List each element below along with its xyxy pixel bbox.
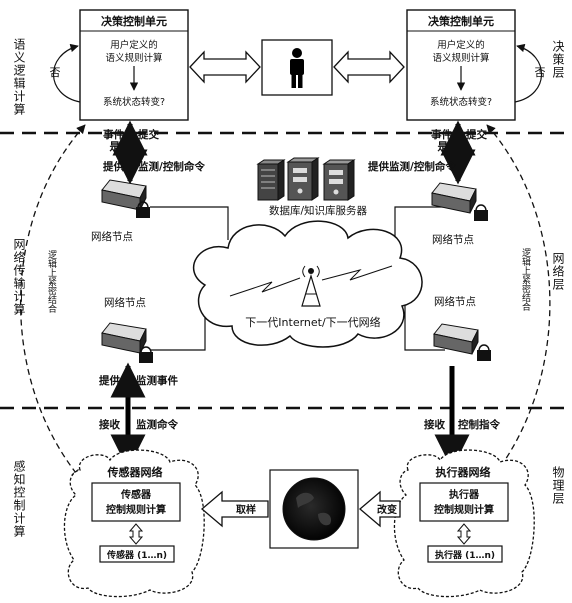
network-node-icon-bottom-left (102, 323, 146, 353)
label-physical-layer: 物理层 (551, 466, 565, 505)
sensors-label: 传感器 (1…n) (106, 549, 167, 561)
label-tight-coupling-left: 逻辑上紧密结合 (45, 250, 56, 313)
lock-icon-bottom-right (477, 345, 491, 361)
left-monitor-event: 监测事件 (136, 374, 178, 387)
sensor-box-line2: 控制规则计算 (106, 503, 166, 516)
node-label-bottom-left: 网络节点 (104, 296, 146, 309)
label-tight-coupling-right: 逻辑上紧密结合 (519, 248, 530, 311)
sample-label: 取样 (236, 503, 256, 516)
sample-arrow (202, 492, 268, 526)
left-decision-line2: 语义规则计算 (105, 52, 162, 64)
left-decision-line1: 用户定义的 (110, 39, 158, 51)
left-decision-unit: 决策控制单元 用户定义的 语义规则计算 系统状态转变? (80, 10, 188, 120)
right-control-command: 控制指令 (458, 418, 500, 431)
right-submit: 提交 (466, 128, 487, 141)
actuator-network-title: 执行器网络 (436, 465, 491, 479)
right-provide-monitor-control: 提供监测/控制命令 (368, 160, 456, 173)
label-network-transfer-computing: 网络传输计算 (12, 238, 26, 316)
right-event: 事件 (431, 128, 452, 141)
link-node-top-left (150, 207, 228, 240)
left-provide: 提供 (103, 160, 124, 173)
servers-label: 数据库/知识库服务器 (269, 204, 368, 217)
left-monitor-control: 监测/控制命令 (138, 160, 205, 173)
right-state-change: 系统状态转变? (430, 96, 492, 108)
right-decision-unit: 决策控制单元 用户定义的 语义规则计算 系统状态转变? (407, 10, 515, 120)
left-user-double-arrow (190, 52, 260, 82)
lock-icon-bottom-left (139, 347, 153, 363)
left-receive: 接收 (99, 418, 120, 431)
node-label-bottom-right: 网络节点 (434, 295, 476, 308)
right-decision-line2: 语义规则计算 (432, 52, 489, 64)
right-yes: 是 (437, 141, 449, 153)
globe-icon (283, 478, 345, 540)
network-node-icon-top-left (102, 180, 146, 210)
right-user-double-arrow (334, 52, 404, 82)
lock-icon-top-right (474, 205, 488, 221)
right-decision-line1: 用户定义的 (437, 39, 485, 51)
left-decision-title: 决策控制单元 (101, 14, 167, 28)
left-no-label: 否 (50, 66, 61, 79)
node-label-top-left: 网络节点 (91, 230, 133, 243)
node-label-top-right: 网络节点 (432, 233, 474, 246)
left-submit: 提交 (138, 128, 159, 141)
left-monitor-command: 监测命令 (136, 418, 178, 431)
network-cloud-label: 下一代Internet/下一代网络 (245, 315, 380, 329)
change-label: 改变 (377, 503, 397, 516)
sensor-network-title: 传感器网络 (107, 465, 163, 479)
right-receive: 接收 (424, 418, 445, 431)
right-no-label: 否 (535, 66, 546, 79)
left-state-change: 系统状态转变? (103, 96, 165, 108)
actuator-box-line2: 控制规则计算 (434, 503, 494, 516)
actuators-label: 执行器 (1…n) (435, 549, 495, 561)
label-network-layer: 网络层 (551, 252, 565, 291)
sensor-box-line1: 传感器 (120, 488, 152, 501)
right-decision-title: 决策控制单元 (428, 14, 494, 28)
label-sensing-control-computing: 感知控制计算 (12, 460, 26, 538)
actuator-box-line1: 执行器 (449, 488, 480, 501)
left-event: 事件 (103, 128, 124, 141)
left-yes: 是 (109, 141, 121, 153)
left-provide-lower: 提供 (99, 374, 120, 387)
database-server-icons (258, 158, 354, 200)
label-decision-layer: 决策层 (551, 40, 565, 79)
label-semantic-logic-computing: 语义逻辑计算 (12, 38, 26, 116)
network-node-icon-top-right (432, 183, 476, 213)
